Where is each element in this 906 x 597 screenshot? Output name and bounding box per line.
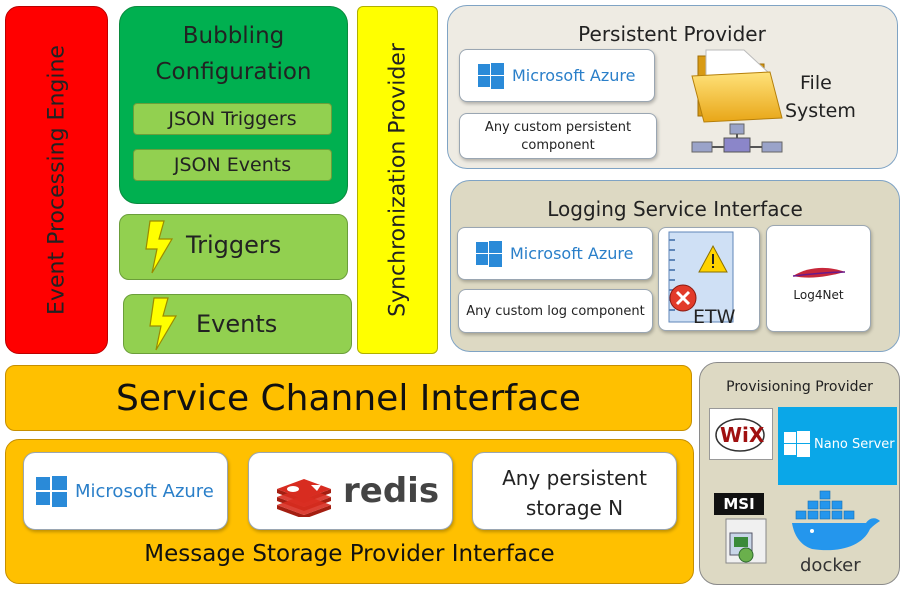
custom-persistent-card: Any custom persistent component [459, 113, 657, 159]
service-channel-interface: Service Channel Interface [5, 365, 692, 431]
msi-badge: MSI [714, 493, 764, 515]
redis-label: redis [343, 471, 440, 511]
etw-log-icon [668, 231, 734, 323]
any-persistent-line1: Any persistent [502, 466, 647, 490]
bubbling-configuration: Bubbling Configuration JSON Triggers JSO… [119, 6, 348, 204]
json-events-label: JSON Events [173, 154, 292, 176]
azure-card: Microsoft Azure [459, 49, 655, 102]
redis-card: redis [248, 452, 453, 530]
event-processing-engine: Event Processing Engine [5, 6, 108, 354]
nano-server-label: Nano Server [814, 437, 895, 452]
custom-log-card: Any custom log component [458, 289, 653, 333]
logging-service-interface: Logging Service Interface Microsoft Azur… [450, 180, 900, 352]
any-persistent-line2: storage N [525, 496, 624, 520]
etw-card: ETW [658, 227, 760, 331]
azure-label: Microsoft Azure [75, 480, 214, 502]
any-persistent-storage-card: Any persistent storage N [472, 452, 677, 530]
custom-persistent-line1: Any custom persistent [484, 120, 632, 135]
message-storage-provider: Microsoft Azure redis Any persistent sto… [5, 439, 694, 584]
synchronization-provider-label: Synchronization Provider [385, 43, 410, 317]
azure-label: Microsoft Azure [512, 66, 636, 85]
azure-label: Microsoft Azure [510, 244, 634, 263]
lightning-icon [149, 297, 178, 351]
json-events-box: JSON Events [133, 149, 332, 181]
json-triggers-box: JSON Triggers [133, 103, 332, 135]
log4net-label: Log4Net [793, 288, 844, 302]
file-system-line1: File [800, 72, 832, 94]
persistent-provider: Persistent Provider Microsoft Azure Any … [447, 5, 898, 169]
installer-package-icon [725, 518, 767, 564]
service-channel-label: Service Channel Interface [116, 377, 581, 419]
message-storage-label: Message Storage Provider Interface [144, 541, 555, 567]
logging-title: Logging Service Interface [547, 197, 803, 221]
docker-whale-icon [792, 490, 880, 551]
provisioning-title: Provisioning Provider [726, 379, 873, 395]
windows-logo-icon [784, 431, 810, 457]
windows-logo-icon [36, 475, 67, 507]
custom-persistent-line2: component [521, 138, 595, 153]
lightning-icon [145, 220, 174, 274]
provisioning-provider: Provisioning Provider WiX Nano Server MS… [699, 362, 900, 585]
synchronization-provider: Synchronization Provider [357, 6, 438, 354]
azure-card: Microsoft Azure [23, 452, 228, 530]
redis-logo-icon [277, 479, 331, 517]
wix-label: WiX [720, 423, 765, 447]
json-triggers-label: JSON Triggers [168, 108, 297, 130]
triggers-label: Triggers [186, 231, 282, 259]
feather-icon [792, 267, 846, 278]
custom-log-label: Any custom log component [466, 303, 645, 319]
bubbling-title-line2: Configuration [155, 59, 312, 85]
docker-label: docker [800, 555, 861, 576]
nano-server-tile: Nano Server [778, 407, 897, 485]
triggers-box: Triggers [119, 214, 348, 280]
azure-card: Microsoft Azure [457, 227, 653, 280]
bubbling-title-line1: Bubbling [182, 23, 285, 49]
events-box: Events [123, 294, 352, 354]
folder-icon [691, 49, 783, 153]
persistent-provider-title: Persistent Provider [578, 22, 766, 46]
windows-logo-icon [476, 240, 502, 267]
wix-logo-icon: WiX [715, 418, 765, 452]
msi-icon: MSI [714, 493, 774, 567]
events-label: Events [196, 310, 278, 338]
event-processing-engine-label: Event Processing Engine [44, 45, 69, 315]
file-system-line2: System [785, 100, 856, 122]
wix-logo: WiX [709, 408, 773, 460]
log4net-card: Log4Net [766, 225, 871, 332]
etw-label: ETW [693, 306, 736, 328]
windows-logo-icon [478, 62, 504, 89]
